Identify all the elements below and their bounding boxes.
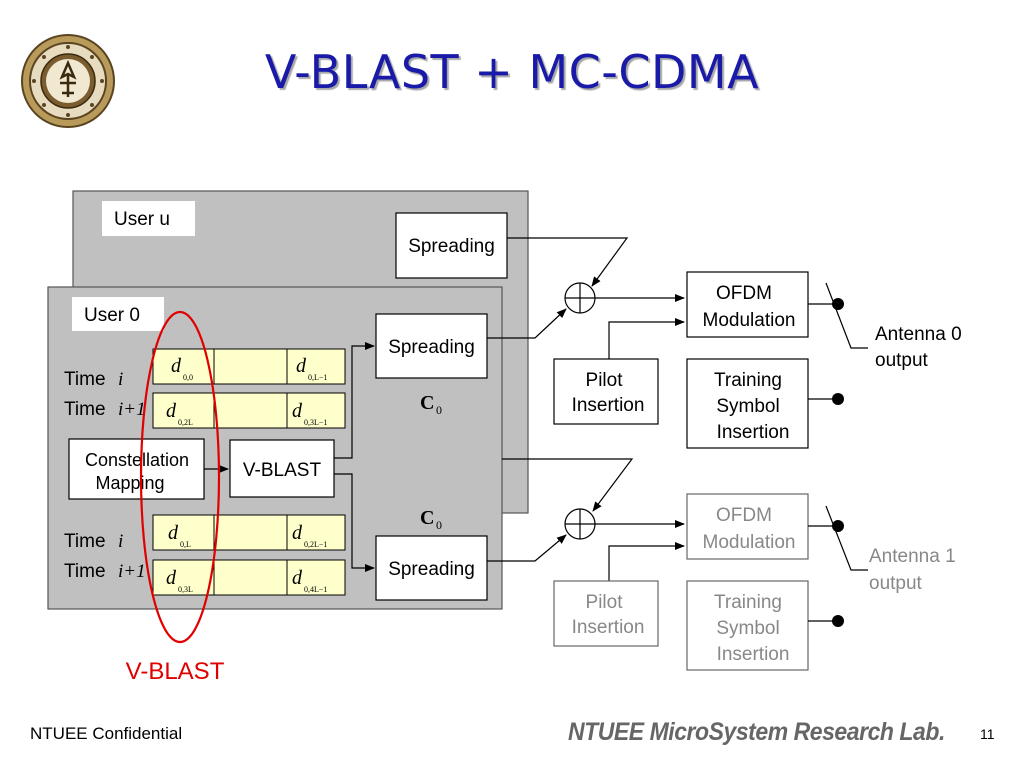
code-label-bottom: C 0 xyxy=(420,507,442,532)
time-label-row-3: Time i xyxy=(64,531,123,552)
slide-title: V-BLAST + MC-CDMA xyxy=(264,45,760,99)
pilot-label-line2: Insertion xyxy=(572,395,645,416)
user-u-label: User u xyxy=(114,209,170,230)
symbol-d: d xyxy=(292,400,303,422)
vblast-annotation: V-BLAST xyxy=(126,658,225,685)
symbol-d: d xyxy=(292,522,303,544)
pilot-label-line2: Insertion xyxy=(572,617,645,638)
symbol-subscript: 0,2L−1 xyxy=(304,540,327,549)
antenna0-label-line1: Antenna 0 xyxy=(875,324,962,345)
antenna1-label-line1: Antenna 1 xyxy=(869,546,956,567)
ofdm-label-line2: Modulation xyxy=(703,310,796,331)
footer-lab-name: NTUEE MicroSystem Research Lab. xyxy=(568,718,945,746)
spreading-label-bottom: Spreading xyxy=(388,559,475,580)
time-index: i xyxy=(118,531,123,552)
spreading-label-user-u: Spreading xyxy=(408,236,495,257)
symbol-subscript: 0,3L−1 xyxy=(304,418,327,427)
constellation-label-line2: Mapping xyxy=(95,473,164,493)
code-c: C xyxy=(420,507,434,529)
training-label-line2: Symbol xyxy=(716,618,779,639)
symbol-subscript: 0,L xyxy=(180,540,191,549)
symbol-d: d xyxy=(168,522,179,544)
antenna-switch-1 xyxy=(808,505,868,627)
pilot-insertion-block-0 xyxy=(553,358,659,425)
code-subscript: 0 xyxy=(436,518,442,532)
symbol-row-1: d 0,0 d 0,L−1 xyxy=(152,348,346,385)
training-label-line1: Training xyxy=(714,592,782,613)
user-0-label: User 0 xyxy=(84,305,140,326)
training-label-line1: Training xyxy=(714,370,782,391)
time-word: Time xyxy=(64,369,106,390)
antenna1-label-line2: output xyxy=(869,573,923,594)
ofdm-label-line2: Modulation xyxy=(703,532,796,553)
time-index: i xyxy=(118,369,123,390)
adder-top xyxy=(564,282,596,314)
constellation-label-line1: Constellation xyxy=(85,450,189,470)
ofdm-modulation-block-1 xyxy=(686,493,809,560)
symbol-row-4: d 0,3L d 0,4L−1 xyxy=(152,559,346,596)
pilot-label-line1: Pilot xyxy=(586,370,624,391)
ofdm-label-line1: OFDM xyxy=(716,505,772,526)
antenna0-label-line2: output xyxy=(875,350,929,371)
time-word: Time xyxy=(64,561,106,582)
spreading-block-top xyxy=(375,313,488,379)
time-word: Time xyxy=(64,399,106,420)
page-number: 11 xyxy=(980,726,995,742)
time-label-row-1: Time i xyxy=(64,369,123,390)
spreading-label-top: Spreading xyxy=(388,337,475,358)
university-logo xyxy=(21,34,115,128)
symbol-d: d xyxy=(166,400,177,422)
user-u-label-box xyxy=(102,201,195,236)
footer-confidential: NTUEE Confidential xyxy=(30,724,183,743)
code-label-top: C 0 xyxy=(420,392,442,417)
time-label-row-2: Time i+1 xyxy=(64,399,146,420)
training-label-line3: Insertion xyxy=(717,644,790,665)
spreading-block-user-u xyxy=(395,212,508,279)
symbol-subscript: 0,0 xyxy=(183,373,193,382)
code-c: C xyxy=(420,392,434,414)
time-index: i+1 xyxy=(118,561,146,582)
training-label-line3: Insertion xyxy=(717,422,790,443)
vblast-block-label: V-BLAST xyxy=(243,460,322,481)
time-word: Time xyxy=(64,531,106,552)
vblast-block xyxy=(229,439,335,498)
symbol-row-2: d 0,2L d 0,3L−1 xyxy=(152,392,346,429)
antenna-switch-0 xyxy=(808,282,868,405)
ofdm-label-line1: OFDM xyxy=(716,283,772,304)
adder-bottom xyxy=(564,508,596,540)
pilot-insertion-block-1 xyxy=(553,580,659,647)
time-label-row-4: Time i+1 xyxy=(64,561,146,582)
training-label-line2: Symbol xyxy=(716,396,779,417)
spreading-block-bottom xyxy=(375,535,488,601)
user-0-label-box xyxy=(72,297,164,331)
symbol-d: d xyxy=(166,567,177,589)
symbol-d: d xyxy=(292,567,303,589)
symbol-subscript: 0,4L−1 xyxy=(304,585,327,594)
constellation-mapping-block xyxy=(68,438,205,500)
symbol-subscript: 0,2L xyxy=(178,418,193,427)
symbol-subscript: 0,L−1 xyxy=(308,373,327,382)
code-subscript: 0 xyxy=(436,403,442,417)
training-symbol-block-0 xyxy=(686,358,809,449)
pilot-label-line1: Pilot xyxy=(586,592,624,613)
symbol-row-3: d 0,L d 0,2L−1 xyxy=(152,514,346,551)
symbol-d: d xyxy=(296,355,307,377)
symbol-subscript: 0,3L xyxy=(178,585,193,594)
vblast-highlight-ellipse xyxy=(139,310,221,644)
time-index: i+1 xyxy=(118,399,146,420)
symbol-d: d xyxy=(171,355,182,377)
training-symbol-block-1 xyxy=(686,580,809,671)
